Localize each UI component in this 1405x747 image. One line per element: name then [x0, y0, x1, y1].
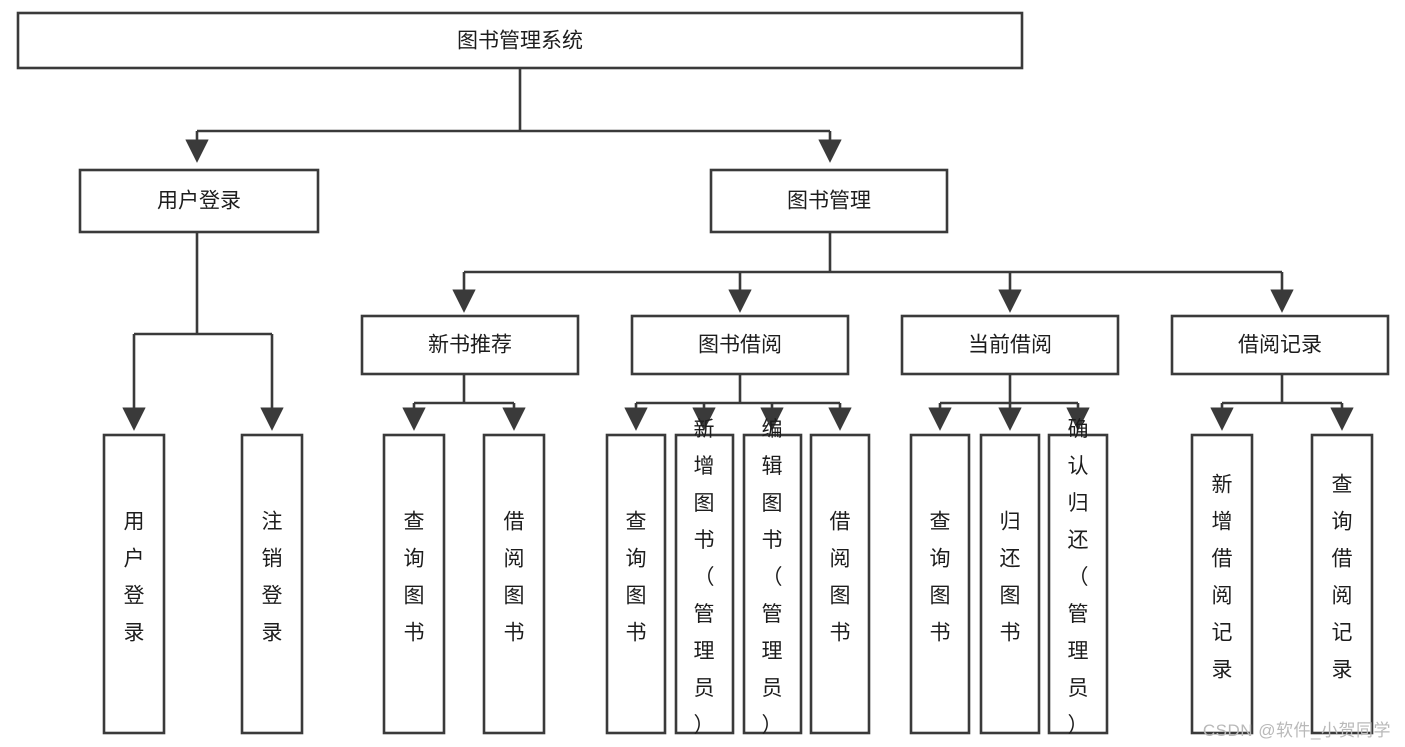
node-book-manage[interactable]: 图书管理: [709, 168, 949, 234]
csdn-watermark: CSDN @软件_小贺同学: [1202, 721, 1391, 740]
node-book-manage-box[interactable]: [709, 168, 949, 234]
node-leaf-borrow-book-1-label: 借阅图书: [504, 511, 525, 645]
node-user-login-label: 用户登录: [157, 190, 241, 213]
node-leaf-add-record-label: 新增借阅记录: [1212, 474, 1233, 682]
node-leaf-add-record[interactable]: 新增借阅记录: [1190, 433, 1254, 735]
node-leaf-query-record-label: 查询借阅记录: [1332, 474, 1353, 682]
node-leaf-edit-book-box[interactable]: [742, 433, 803, 735]
node-leaf-confirm-return[interactable]: 确认归还（管理员）: [1047, 418, 1109, 737]
node-new-book-rec-label: 新书推荐: [428, 334, 512, 357]
node-leaf-query-book-1-box[interactable]: [382, 433, 446, 735]
node-leaf-return-book-box[interactable]: [979, 433, 1041, 735]
node-leaf-add-book[interactable]: 新增图书（管理员）: [674, 418, 735, 737]
node-root-label: 图书管理系统: [457, 30, 583, 53]
node-user-login-box[interactable]: [78, 168, 320, 234]
node-leaf-borrow-book-1-box[interactable]: [482, 433, 546, 735]
node-leaf-query-book-2-box[interactable]: [605, 433, 667, 735]
connector-layer: [122, 68, 1354, 431]
node-leaf-user-login[interactable]: 用户登录: [102, 433, 166, 735]
node-book-borrow-box[interactable]: [630, 314, 850, 376]
node-leaf-query-book-3-label: 查询图书: [930, 511, 951, 645]
node-book-borrow[interactable]: 图书借阅: [630, 314, 850, 376]
node-new-book-rec[interactable]: 新书推荐: [360, 314, 580, 376]
node-leaf-query-book-2-label: 查询图书: [626, 511, 647, 645]
node-new-book-rec-box[interactable]: [360, 314, 580, 376]
node-leaf-query-book-3[interactable]: 查询图书: [909, 433, 971, 735]
node-leaf-borrow-book-2[interactable]: 借阅图书: [809, 433, 871, 735]
node-borrow-record-label: 借阅记录: [1238, 334, 1322, 357]
node-current-borrow[interactable]: 当前借阅: [900, 314, 1120, 376]
node-leaf-user-login-label: 用户登录: [124, 511, 145, 645]
node-book-borrow-label: 图书借阅: [698, 334, 782, 357]
node-leaf-logout[interactable]: 注销登录: [240, 433, 304, 735]
node-leaf-query-record-box[interactable]: [1310, 433, 1374, 735]
node-current-borrow-box[interactable]: [900, 314, 1120, 376]
node-leaf-user-login-box[interactable]: [102, 433, 166, 735]
node-root-box[interactable]: [16, 11, 1024, 70]
node-leaf-confirm-return-box[interactable]: [1047, 433, 1109, 735]
node-leaf-return-book-label: 归还图书: [1000, 511, 1021, 645]
node-user-login[interactable]: 用户登录: [78, 168, 320, 234]
node-leaf-borrow-book-2-label: 借阅图书: [830, 511, 851, 645]
node-leaf-query-book-2[interactable]: 查询图书: [605, 433, 667, 735]
node-borrow-record-box[interactable]: [1170, 314, 1390, 376]
node-leaf-edit-book-label: 编辑图书（管理员）: [762, 418, 783, 737]
node-leaf-borrow-book-2-box[interactable]: [809, 433, 871, 735]
node-leaf-query-book-3-box[interactable]: [909, 433, 971, 735]
node-leaf-edit-book[interactable]: 编辑图书（管理员）: [742, 418, 803, 737]
node-leaf-add-book-label: 新增图书（管理员）: [694, 418, 715, 737]
node-book-manage-label: 图书管理: [787, 190, 871, 213]
node-leaf-confirm-return-label: 确认归还（管理员）: [1068, 418, 1089, 737]
node-leaf-query-record[interactable]: 查询借阅记录: [1310, 433, 1374, 735]
node-leaf-return-book[interactable]: 归还图书: [979, 433, 1041, 735]
node-current-borrow-label: 当前借阅: [968, 334, 1052, 357]
node-leaf-logout-box[interactable]: [240, 433, 304, 735]
node-leaf-borrow-book-1[interactable]: 借阅图书: [482, 433, 546, 735]
node-leaf-logout-label: 注销登录: [262, 511, 283, 645]
node-borrow-record[interactable]: 借阅记录: [1170, 314, 1390, 376]
node-leaf-query-book-1[interactable]: 查询图书: [382, 433, 446, 735]
node-leaf-query-book-1-label: 查询图书: [404, 511, 425, 645]
node-leaf-add-book-box[interactable]: [674, 433, 735, 735]
node-leaf-add-record-box[interactable]: [1190, 433, 1254, 735]
node-root[interactable]: 图书管理系统: [16, 11, 1024, 70]
